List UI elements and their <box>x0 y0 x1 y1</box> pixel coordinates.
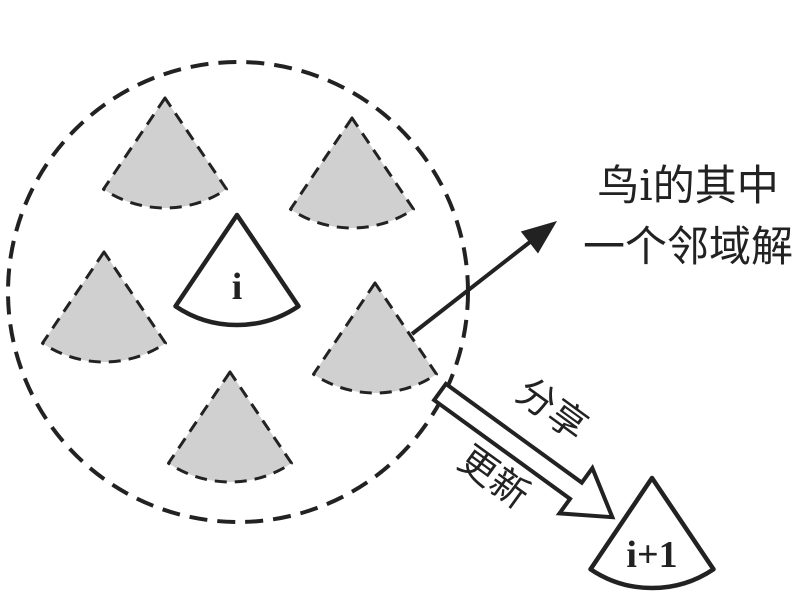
bird-next-label: i+1 <box>626 534 677 576</box>
neighbor-solution-label-line1: 鸟i的其中 <box>597 161 778 210</box>
neighbor-sector-bottom <box>167 370 293 484</box>
neighbor-sector-left <box>41 250 167 364</box>
bird-i-sector <box>173 212 301 328</box>
neighbor-sector-top-right <box>289 116 415 230</box>
neighbor-sector-top-left <box>102 96 228 210</box>
neighbor-sector-right <box>312 281 438 395</box>
share-update-arrow <box>431 381 616 520</box>
bird-next-sector <box>588 475 716 591</box>
bird-i-label: i <box>232 266 243 308</box>
neighbor-solution-label-line2: 一个邻域解 <box>583 222 793 271</box>
neighbor-solution-arrow-head <box>520 221 557 254</box>
neighbor-solution-arrow <box>410 240 532 336</box>
